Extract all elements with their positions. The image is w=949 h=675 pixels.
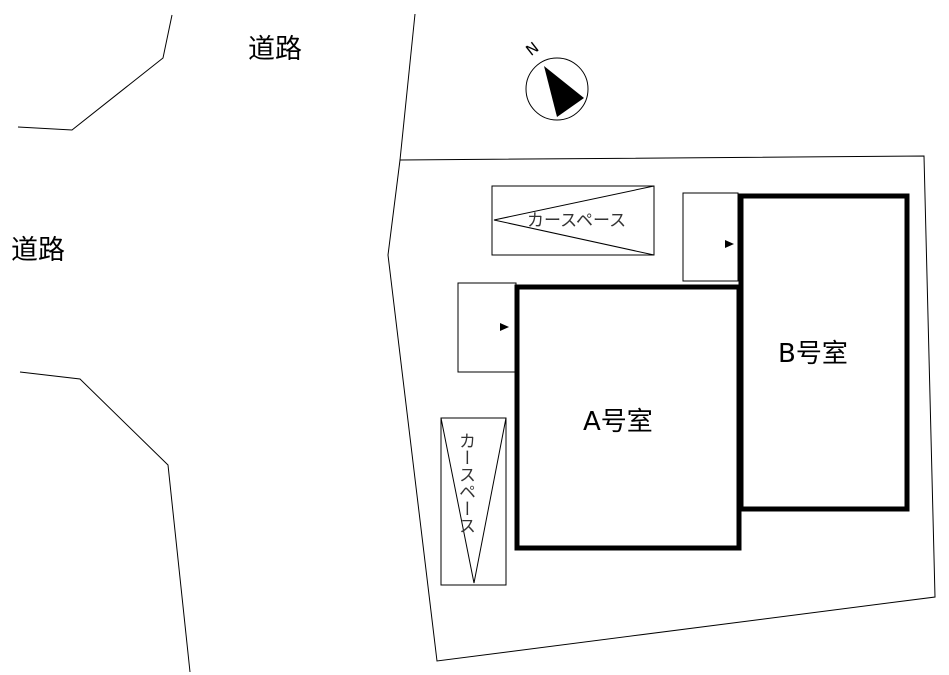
- site-boundary: [387, 155, 936, 662]
- north-compass: N: [522, 38, 589, 121]
- car-space-left-label: カースペース: [455, 432, 475, 534]
- car-space-left: カースペース: [440, 417, 507, 586]
- unit-a-label: A号室: [583, 407, 653, 437]
- road-edge-upper: [17, 14, 173, 131]
- entrance-arrow-icon: [500, 323, 509, 331]
- compass-north-label: N: [522, 38, 542, 59]
- north-arrow-icon: [544, 66, 584, 117]
- road-edge-right: [399, 13, 416, 161]
- road-label-top: 道路: [248, 34, 302, 65]
- car-space-top: カースペース: [491, 185, 655, 256]
- entrance-b: [682, 192, 739, 282]
- unit-a: [514, 284, 742, 551]
- road-label-left: 道路: [11, 235, 65, 266]
- unit-b-label: B号室: [778, 339, 848, 369]
- road-edge-lower: [19, 371, 191, 673]
- unit-b: [738, 193, 910, 512]
- entrance-arrow-icon: [725, 240, 734, 248]
- compass-circle: [525, 57, 589, 121]
- car-space-top-label: カースペース: [527, 211, 626, 231]
- entrance-a: [457, 282, 517, 373]
